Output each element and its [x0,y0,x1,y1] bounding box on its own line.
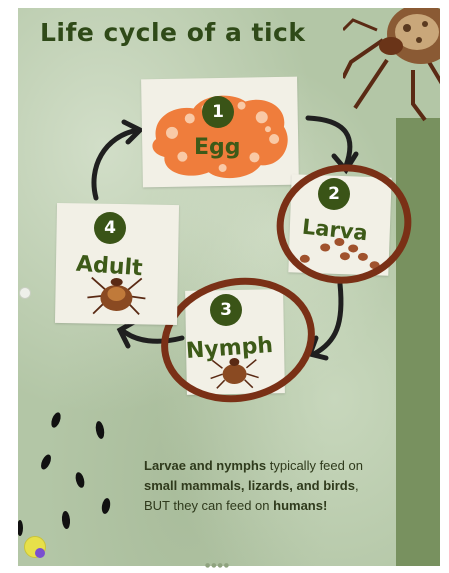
notification-badge-icon [35,548,45,558]
carousel-prev-dot[interactable] [19,287,31,299]
desc-part-5: humans! [273,498,327,513]
desc-part-1: Larvae and nymphs [144,458,266,473]
stage-1-label: Egg [194,135,241,160]
larva-highlight-circle [270,158,420,288]
desc-part-3: small mammals, lizards, and birds [144,478,355,493]
stage-4-number: 4 [94,212,126,244]
slide-page: Life cycle of a tick 1 Egg [18,8,440,566]
stage-1-number: 1 [202,96,234,128]
stage-4-label: Adult [75,252,143,282]
page-indicator-dots[interactable]: ●●●● [205,562,230,569]
feeding-description: Larvae and nymphs typically feed on smal… [144,456,368,516]
desc-part-2: typically feed on [266,458,363,473]
nymph-highlight-circle [154,270,324,410]
